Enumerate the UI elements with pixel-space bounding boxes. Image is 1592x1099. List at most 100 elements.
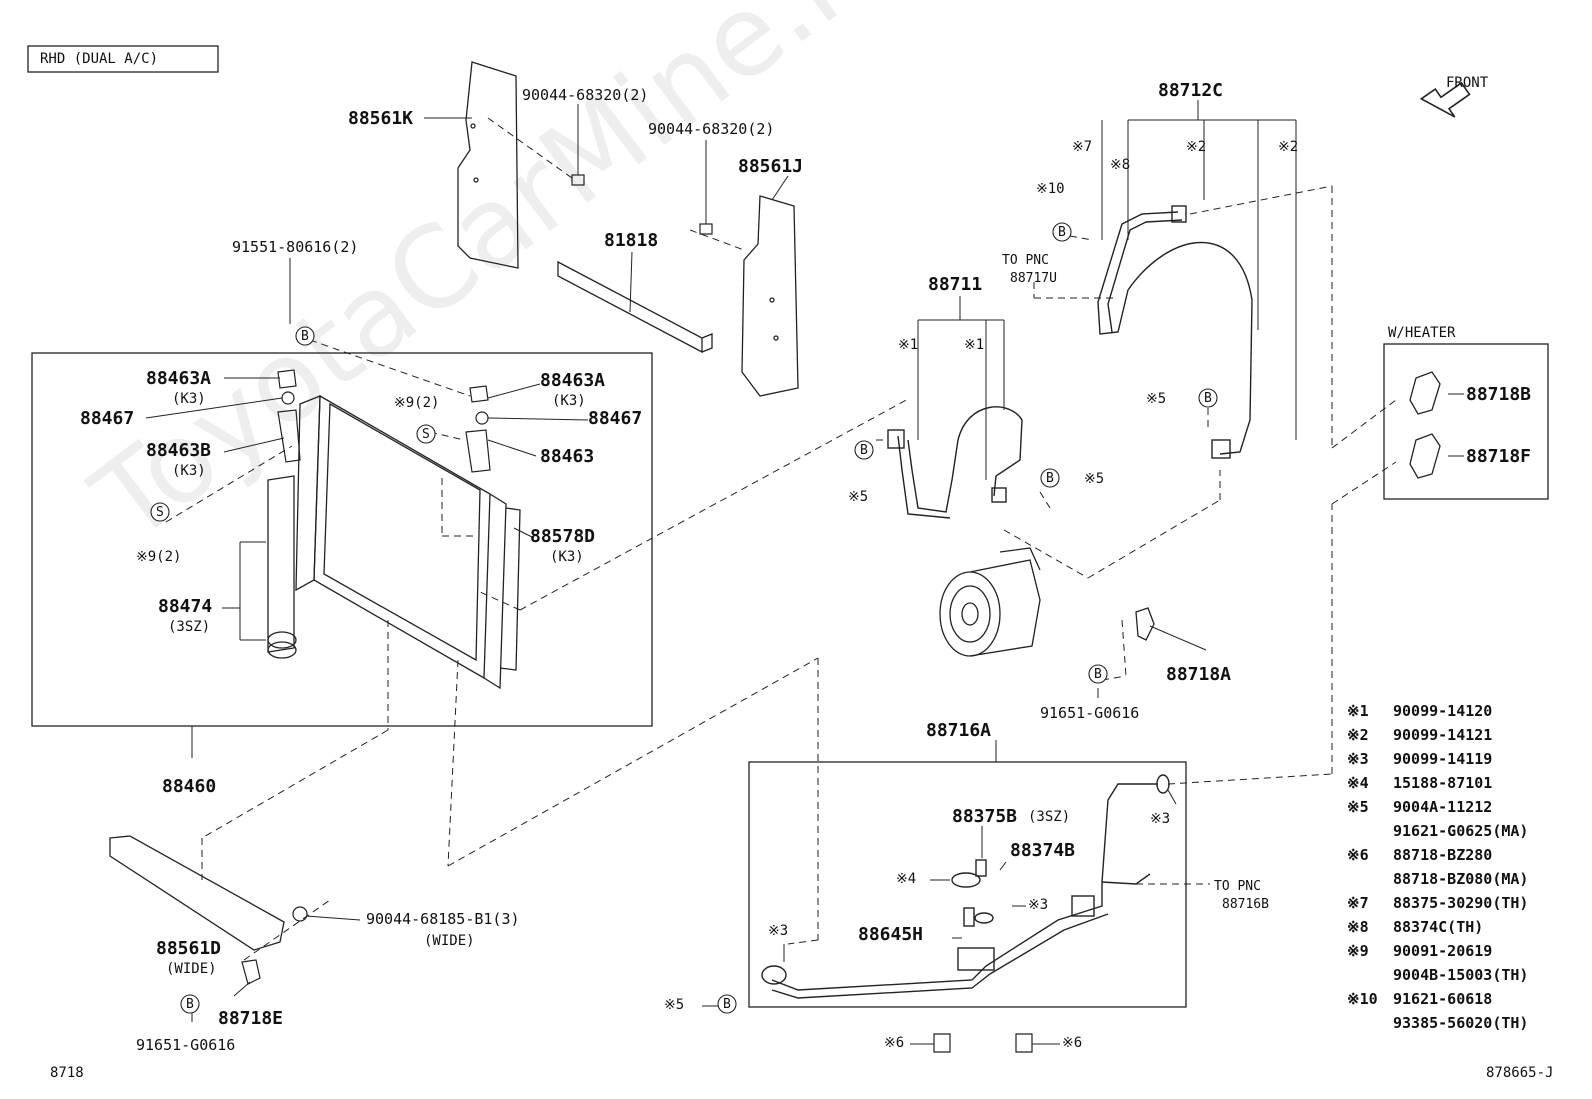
circle-letter: B <box>1058 225 1066 240</box>
part-label[interactable]: 88375B <box>952 806 1018 827</box>
leader-lines <box>145 100 1464 1045</box>
circle-s-mark <box>150 502 170 522</box>
part-note: (K3) <box>172 463 206 479</box>
part-label[interactable]: 88463 <box>540 446 595 467</box>
legend-mark: ※1 <box>1347 702 1369 720</box>
to-pnc-label: TO PNC <box>1002 253 1049 268</box>
circle-b-mark <box>717 994 737 1014</box>
circle-letter: B <box>301 329 309 344</box>
81818-seal <box>557 260 713 354</box>
mark-label: ※5 <box>1084 471 1105 487</box>
legend-row: ※10 91621-60618 <box>1347 990 1492 1008</box>
part-label[interactable]: 88718F <box>1466 446 1532 467</box>
legend-mark: ※2 <box>1347 726 1369 744</box>
page-code: 8718 <box>50 1065 84 1081</box>
pnc-ref[interactable]: 88716B <box>1222 897 1269 912</box>
part-label[interactable]: 88463B <box>146 440 212 461</box>
legend-part[interactable]: 9004B-15003(TH) <box>1393 966 1529 984</box>
legend-row: 9004B-15003(TH) <box>1347 966 1528 984</box>
part-label[interactable]: 88578D <box>530 526 596 547</box>
part-label[interactable]: 88463A <box>540 370 606 391</box>
part-label[interactable]: 88712C <box>1158 80 1224 101</box>
bolt-icon <box>699 223 713 235</box>
mark-label: ※2 <box>1186 139 1207 155</box>
mark-label: ※1 <box>898 337 919 353</box>
part-label[interactable]: 91651-G0616 <box>136 1036 236 1054</box>
part-note: (K3) <box>550 549 584 565</box>
mark-label: ※5 <box>664 997 685 1013</box>
legend-mark: ※9 <box>1347 942 1369 960</box>
circle-b-mark <box>1198 388 1218 408</box>
legend-part[interactable]: 93385-56020(TH) <box>1393 1014 1529 1032</box>
legend-part[interactable]: 91621-G0625(MA) <box>1393 822 1529 840</box>
part-label[interactable]: 88561K <box>348 108 414 129</box>
part-label[interactable]: 88718E <box>218 1008 284 1029</box>
mark-label: ※3 <box>768 923 789 939</box>
part-label[interactable]: 88645H <box>858 924 924 945</box>
bracket-88718B <box>1409 371 1441 415</box>
legend-part[interactable]: 90099-14121 <box>1393 726 1493 744</box>
part-label[interactable]: 88467 <box>80 408 135 429</box>
part-label[interactable]: 88711 <box>928 274 983 295</box>
part-label[interactable]: 88463A <box>146 368 212 389</box>
circle-s-mark <box>416 424 436 444</box>
mark-label: ※1 <box>964 337 985 353</box>
part-label[interactable]: 88474 <box>158 596 213 617</box>
legend-part[interactable]: 15188-87101 <box>1393 774 1493 792</box>
legend-part[interactable]: 9004A-11212 <box>1393 798 1493 816</box>
circle-letter: B <box>1204 391 1212 406</box>
part-label[interactable]: 88374B <box>1010 840 1076 861</box>
legend-part[interactable]: 90099-14119 <box>1393 750 1493 768</box>
mark-label: ※6 <box>1062 1035 1083 1051</box>
mark-label: ※5 <box>1146 391 1167 407</box>
88561K-shroud <box>457 61 519 269</box>
circle-letter: B <box>186 997 194 1012</box>
circle-letter: S <box>422 427 430 442</box>
part-label[interactable]: 90044-68320(2) <box>522 86 649 104</box>
legend-part[interactable]: 90099-14120 <box>1393 702 1493 720</box>
part-label[interactable]: 88561D <box>156 938 222 959</box>
legend-part[interactable]: 88718-BZ280 <box>1393 846 1493 864</box>
circle-letter: B <box>1094 667 1102 682</box>
part-label[interactable]: 88561J <box>738 156 804 177</box>
legend-row: 88718-BZ080(MA) <box>1347 870 1528 888</box>
part-note: (3SZ) <box>168 619 211 635</box>
legend-row: 93385-56020(TH) <box>1347 1014 1528 1032</box>
legend-part[interactable]: 90091-20619 <box>1393 942 1493 960</box>
part-label[interactable]: 88467 <box>588 408 643 429</box>
pnc-ref[interactable]: 88717U <box>1010 271 1057 286</box>
figure-code: 878665-J <box>1486 1065 1554 1081</box>
mark-label: ※10 <box>1036 181 1065 197</box>
circle-b-mark <box>1040 468 1060 488</box>
part-label[interactable]: 88718B <box>1466 384 1532 405</box>
part-label[interactable]: 91651-G0616 <box>1040 704 1140 722</box>
legend-mark: ※10 <box>1347 990 1378 1008</box>
clamp-88718E <box>241 959 261 985</box>
part-label[interactable]: 90044-68320(2) <box>648 120 775 138</box>
circle-b-mark <box>295 326 315 346</box>
part-label[interactable]: 90044-68185-B1(3) <box>366 910 520 928</box>
part-label[interactable]: 88716A <box>926 720 992 741</box>
clamp-88718A <box>1135 607 1155 641</box>
legend-part[interactable]: 88718-BZ080(MA) <box>1393 870 1529 888</box>
part-note: (K3) <box>552 393 586 409</box>
legend-part[interactable]: 91621-60618 <box>1393 990 1493 1008</box>
w-heater-label: W/HEATER <box>1388 325 1456 341</box>
part-label[interactable]: 88460 <box>162 776 217 797</box>
bracket-88463A-left <box>277 369 297 389</box>
part-label[interactable]: 81818 <box>604 230 659 251</box>
part-label[interactable]: 91551-80616(2) <box>232 238 359 256</box>
circle-letter: B <box>723 997 731 1012</box>
legend-row: ※9 90091-20619 <box>1347 942 1492 960</box>
circle-letter: B <box>1046 471 1054 486</box>
legend-part[interactable]: 88374C(TH) <box>1393 918 1484 936</box>
legend-part[interactable]: 88375-30290(TH) <box>1393 894 1529 912</box>
legend-mark: ※8 <box>1347 918 1369 936</box>
part-label[interactable]: 88718A <box>1166 664 1232 685</box>
circle-b-mark <box>1052 222 1072 242</box>
part-note: (3SZ) <box>1028 809 1071 825</box>
